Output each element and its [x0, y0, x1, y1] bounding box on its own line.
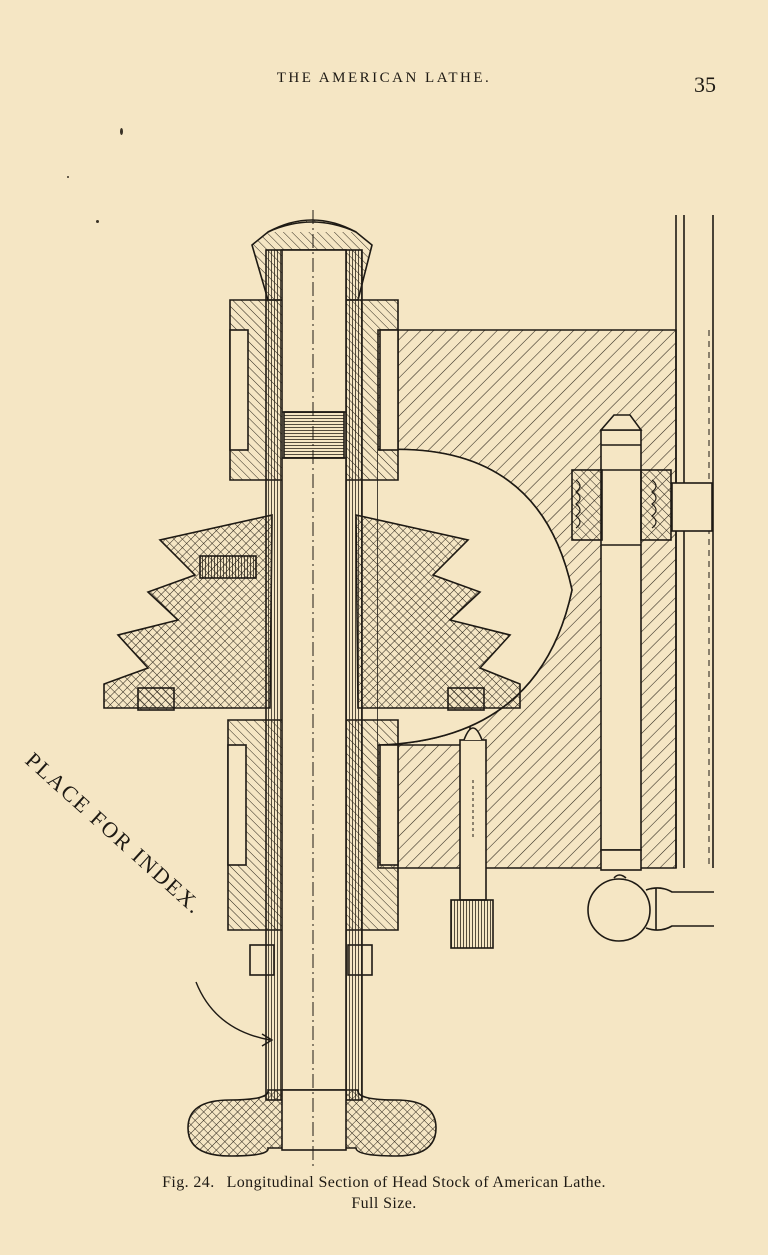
cone-pulley — [103, 513, 273, 709]
page-number: 35 — [694, 72, 716, 97]
figure-label: Fig. 24. — [162, 1174, 215, 1191]
print-speck — [120, 128, 123, 135]
print-speck — [96, 220, 99, 223]
headstock-section-drawing: PLACE FOR INDEX. — [21, 210, 714, 1168]
running-head: THE AMERICAN LATHE. — [276, 70, 492, 86]
caption-title: Longitudinal Section of Head Stock of Am… — [226, 1174, 606, 1191]
caption-line-1: Fig. 24. Longitudinal Section of Head Sto… — [0, 1172, 768, 1193]
index-annotation: PLACE FOR INDEX. — [21, 747, 208, 919]
figure-caption: Fig. 24. Longitudinal Section of Head Sto… — [0, 1172, 768, 1214]
print-speck — [67, 176, 69, 178]
caption-line-2: Full Size. — [351, 1195, 417, 1212]
